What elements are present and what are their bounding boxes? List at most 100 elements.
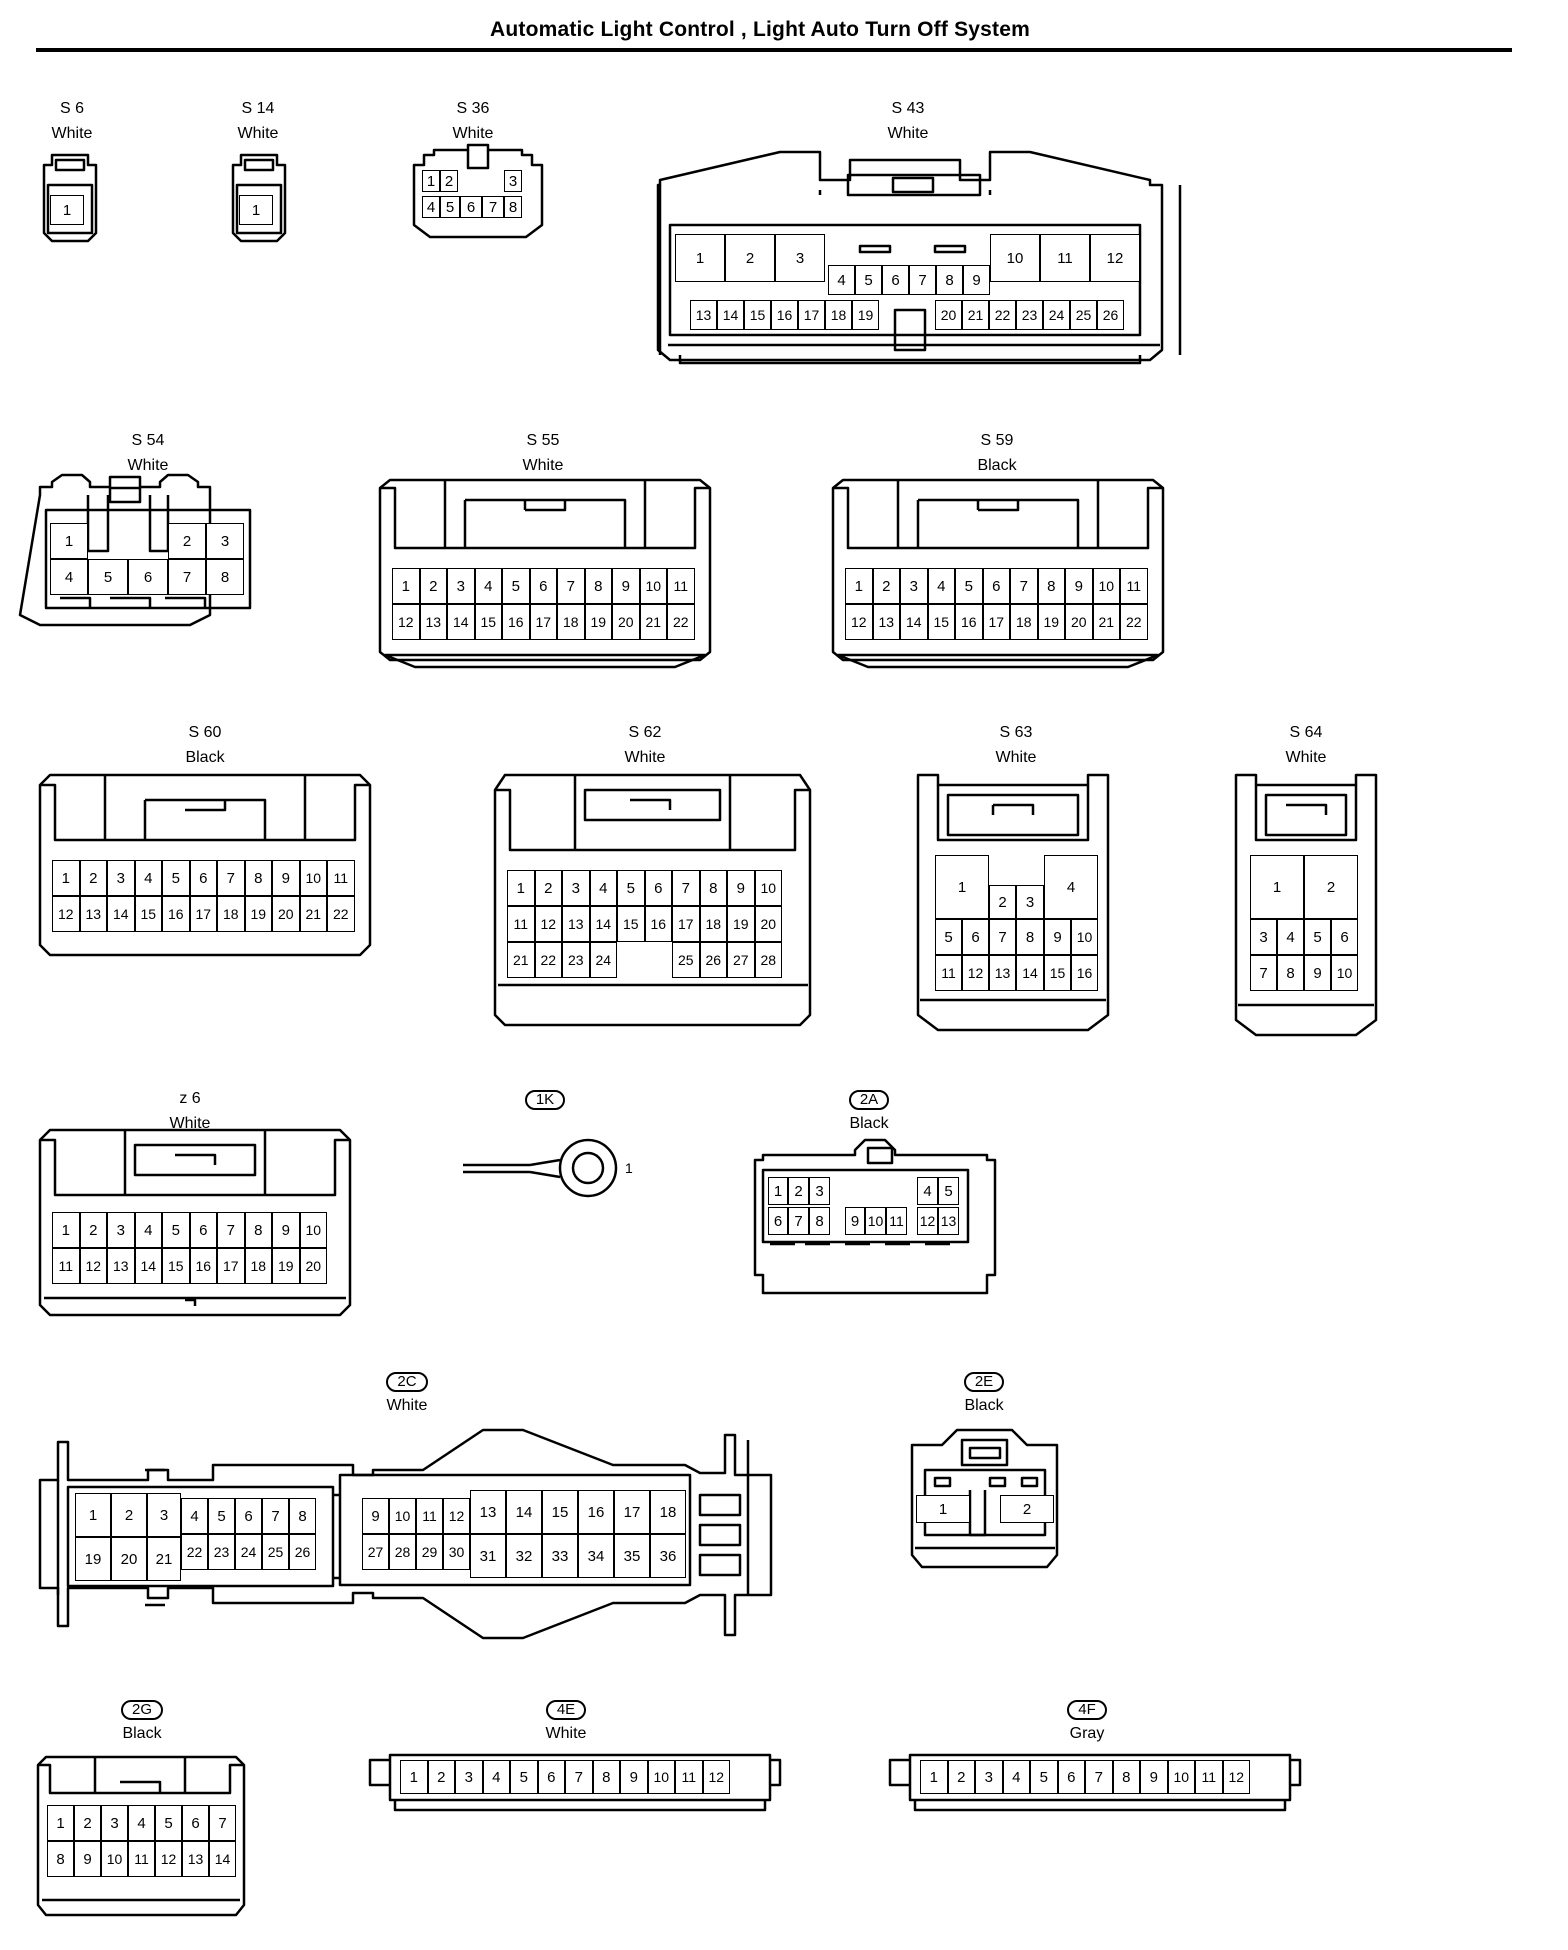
s43-pin-6: 6 (882, 265, 909, 295)
s55-pin-6: 6 (529, 568, 557, 604)
s55-pin-13: 13 (419, 604, 447, 640)
s60-pin-1: 1 (52, 860, 80, 896)
4f-pin-11: 11 (1195, 1760, 1223, 1794)
z6-pin-11: 11 (52, 1248, 80, 1284)
2e-pin-2: 2 (1000, 1495, 1054, 1523)
2c-pin-18: 18 (650, 1490, 686, 1534)
2g-pin-6: 6 (182, 1805, 209, 1841)
s64-pin-1: 1 (1250, 855, 1304, 919)
s59-pin-18: 18 (1010, 604, 1038, 640)
s36-pin-7: 7 (482, 196, 504, 218)
s43-pin-11: 11 (1040, 234, 1090, 282)
s55-pin-17: 17 (529, 604, 557, 640)
4e-pin-6: 6 (537, 1760, 565, 1794)
s55-pin-3: 3 (447, 568, 475, 604)
2a-pin-12: 12 (917, 1207, 938, 1235)
s62-pin-10: 10 (754, 870, 782, 906)
s60-connector-id: S 60 (188, 724, 222, 741)
s43-pin-14: 14 (717, 300, 744, 330)
1k-connector-id: 1K (445, 1090, 645, 1110)
s64-pin-4: 4 (1277, 919, 1304, 955)
s43-pin-5: 5 (855, 265, 882, 295)
s62-pin-14: 14 (589, 906, 617, 942)
4f-pin-1: 1 (920, 1760, 948, 1794)
s55-pin-18: 18 (557, 604, 585, 640)
s55-pin-7: 7 (557, 568, 585, 604)
s60-pin-5: 5 (162, 860, 190, 896)
s59-pin-12: 12 (845, 604, 873, 640)
z6-pin-3: 3 (107, 1212, 135, 1248)
2c-pin-8: 8 (289, 1498, 316, 1534)
4e-pin-11: 11 (675, 1760, 703, 1794)
s62-pin-19: 19 (727, 906, 755, 942)
s60-pin-7: 7 (217, 860, 245, 896)
s62-pin-20: 20 (754, 906, 782, 942)
s59-pin-10: 10 (1092, 568, 1120, 604)
2g-body (36, 1755, 246, 1917)
z6-connector-color: White (169, 1115, 211, 1132)
4f-pin-7: 7 (1085, 1760, 1113, 1794)
s43-pin-18: 18 (825, 300, 852, 330)
s59-pin-6: 6 (982, 568, 1010, 604)
s43-pin-10: 10 (990, 234, 1040, 282)
s60-pin-8: 8 (244, 860, 272, 896)
2g-pin-5: 5 (155, 1805, 182, 1841)
2a-pin-3: 3 (809, 1177, 830, 1205)
z6-pin-15: 15 (162, 1248, 190, 1284)
2a-pin-2: 2 (788, 1177, 809, 1205)
s55-pin-21: 21 (639, 604, 667, 640)
s59-pin-17: 17 (982, 604, 1010, 640)
s55-pin-8: 8 (584, 568, 612, 604)
z6-pin-16: 16 (189, 1248, 217, 1284)
s54-body (18, 473, 252, 627)
2c-pin-19: 19 (75, 1537, 111, 1581)
s54-pin-4: 4 (50, 559, 88, 595)
2c-pin-23: 23 (208, 1534, 235, 1570)
4f-connector-color: Gray (1069, 1725, 1105, 1742)
s14-connector-color: White (237, 125, 279, 142)
2a-body (753, 1138, 997, 1295)
s36-pin-1: 1 (422, 170, 440, 192)
s63-pin-10: 10 (1071, 919, 1098, 955)
s62-pin-22: 22 (534, 942, 562, 978)
s62-pin-2: 2 (534, 870, 562, 906)
s43-connector-id: S 43 (891, 100, 925, 117)
s54-pin-5: 5 (88, 559, 128, 595)
2c-pin-24: 24 (235, 1534, 262, 1570)
2c-pin-6: 6 (235, 1498, 262, 1534)
4e-pin-9: 9 (620, 1760, 648, 1794)
s60-pin-11: 11 (327, 860, 355, 896)
s62-pin-8: 8 (699, 870, 727, 906)
z6-pin-4: 4 (134, 1212, 162, 1248)
4e-body (368, 1753, 782, 1812)
s63-body (916, 773, 1110, 1032)
z6-pin-9: 9 (272, 1212, 300, 1248)
2a-pin-5: 5 (938, 1177, 959, 1205)
s59-pin-14: 14 (900, 604, 928, 640)
s62-body (493, 773, 812, 1027)
2c-pin-33: 33 (542, 1534, 578, 1578)
s63-pin-12: 12 (962, 955, 989, 991)
2c-body (38, 1428, 773, 1640)
s59-pin-20: 20 (1065, 604, 1093, 640)
s63-connector-id: S 63 (999, 724, 1033, 741)
2g-pin-14: 14 (209, 1841, 236, 1877)
s14-body (231, 153, 287, 243)
2a-pin-11: 11 (886, 1207, 907, 1235)
2a-pin-7: 7 (788, 1207, 809, 1235)
s54-pin-6: 6 (128, 559, 168, 595)
s62-pin-15: 15 (617, 906, 645, 942)
s62-pin-18: 18 (699, 906, 727, 942)
s54-connector-id: S 54 (131, 432, 165, 449)
2c-pin-1: 1 (75, 1493, 111, 1537)
1k-ring-terminal (463, 1138, 618, 1198)
s55-pin-2: 2 (419, 568, 447, 604)
s43-pin-22: 22 (989, 300, 1016, 330)
2g-pin-10: 10 (101, 1841, 128, 1877)
z6-pin-6: 6 (189, 1212, 217, 1248)
s62-pin-23: 23 (562, 942, 590, 978)
z6-pin-8: 8 (244, 1212, 272, 1248)
s55-pin-14: 14 (447, 604, 475, 640)
s63-pin-9: 9 (1044, 919, 1071, 955)
